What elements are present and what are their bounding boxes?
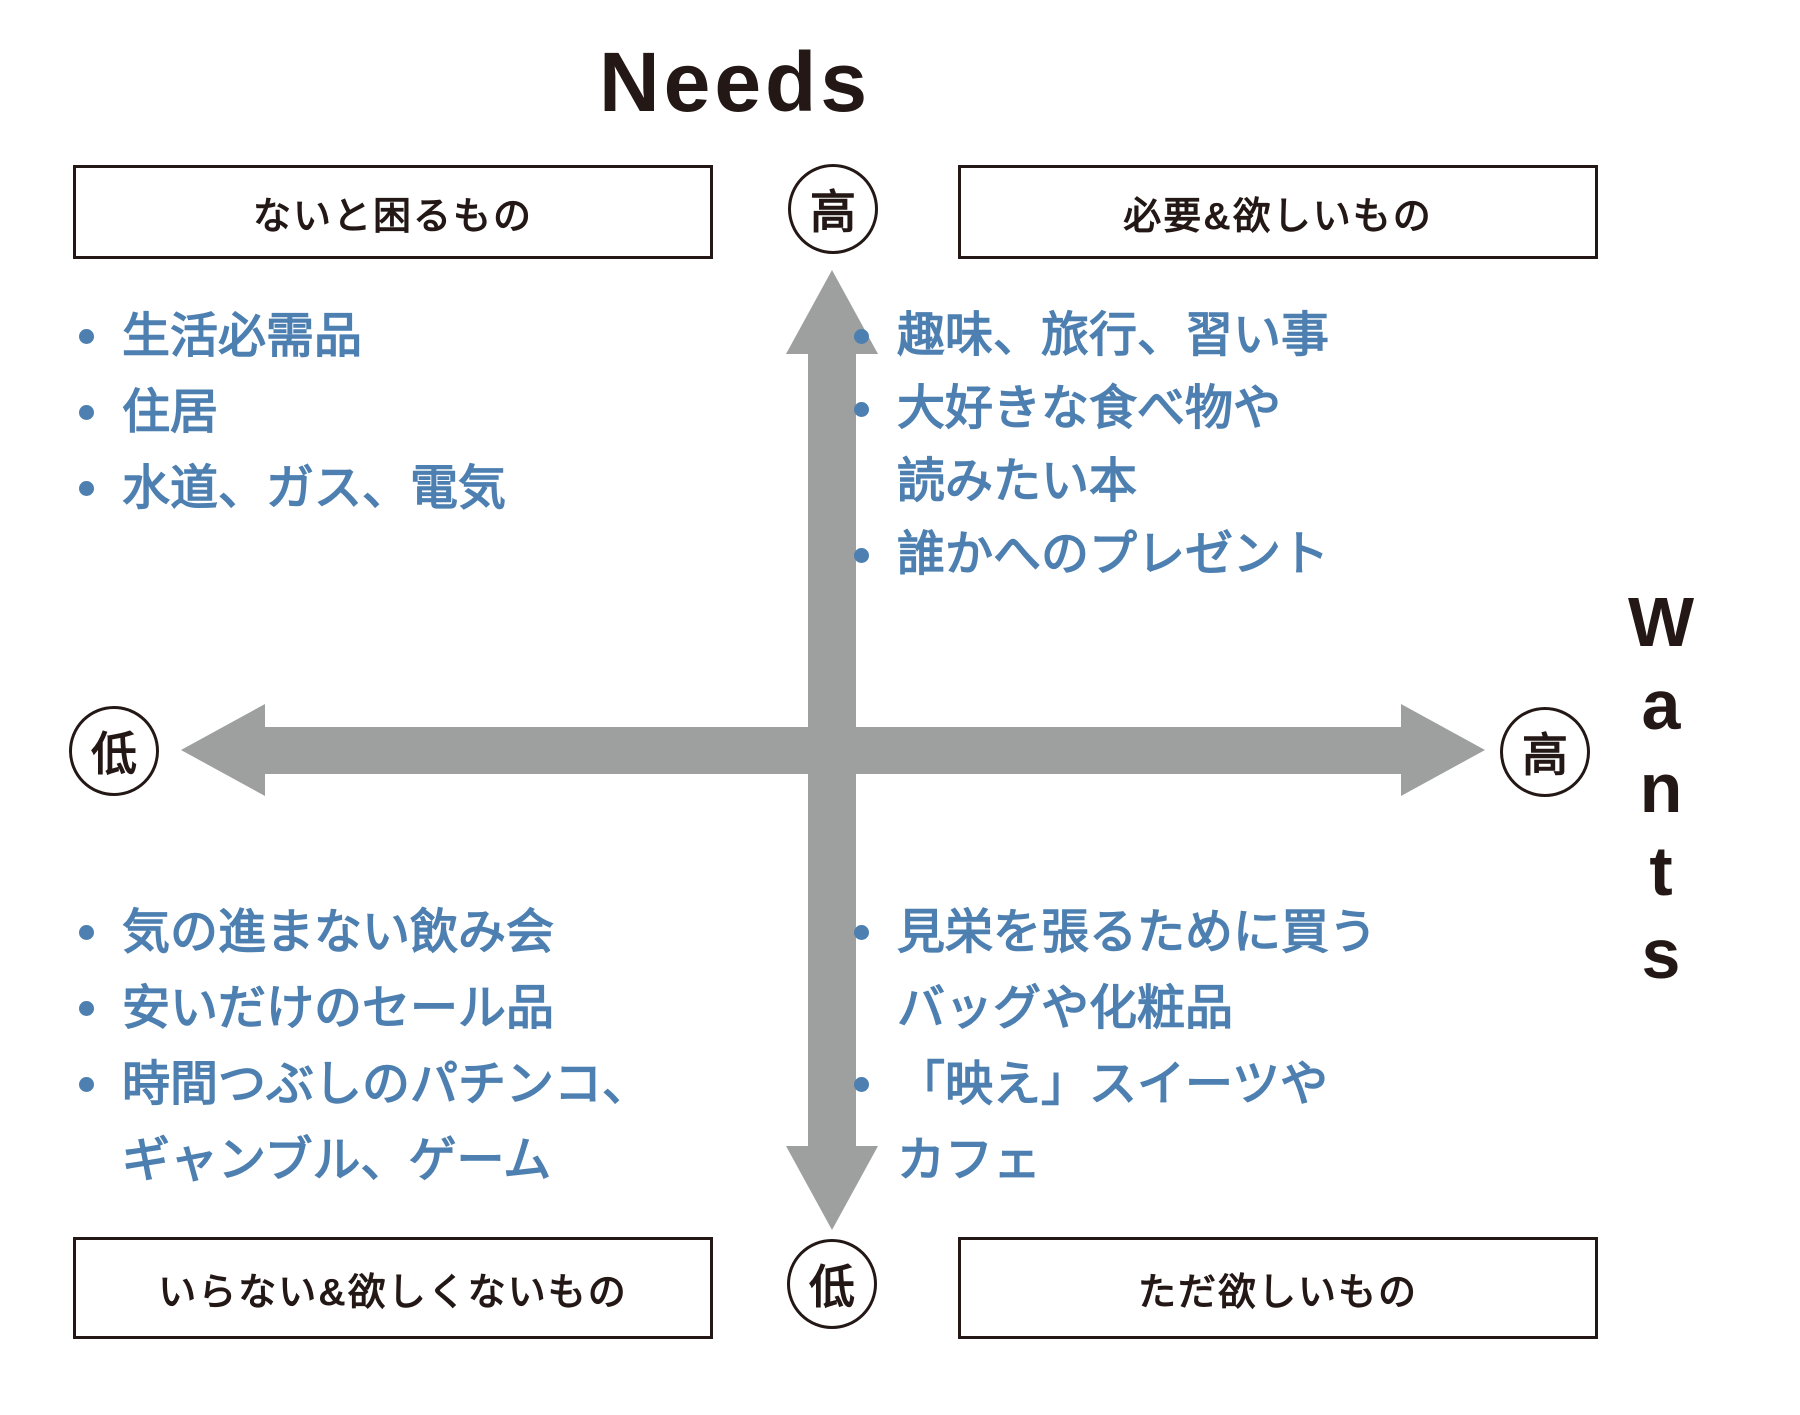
- quadrant-label-top-left: ないと困るもの: [73, 165, 713, 259]
- list-item-text: 住居: [122, 386, 219, 439]
- list-item-text: 安いだけのセール品: [122, 982, 555, 1035]
- list-item: 誰かへのプレゼント: [850, 518, 1329, 591]
- list-item: 気の進まない飲み会: [75, 895, 650, 971]
- needs-high-badge: 高: [788, 164, 878, 254]
- quadrant-list-bottom-right: 見栄を張るために買うバッグや化粧品「映え」スイーツやカフェ: [850, 895, 1377, 1199]
- quadrant-label-bottom-left: いらない&欲しくないもの: [73, 1237, 713, 1339]
- list-item-text: 趣味、旅行、習い事: [897, 309, 1330, 362]
- bullet-dot-icon: [79, 1077, 94, 1092]
- bullet-dot-icon: [79, 1001, 94, 1016]
- wants-low-badge: 低: [69, 706, 159, 796]
- quadrant-list-bottom-left: 気の進まない飲み会安いだけのセール品時間つぶしのパチンコ、ギャンブル、ゲーム: [75, 895, 650, 1199]
- arrowhead-down-icon: [786, 1146, 878, 1230]
- list-item-text: 誰かへのプレゼント: [897, 528, 1330, 581]
- wants-high-badge: 高: [1500, 707, 1590, 797]
- bullet-dot-icon: [854, 925, 869, 940]
- list-item-text: 水道、ガス、電気: [122, 462, 507, 515]
- list-item: 見栄を張るために買うバッグや化粧品: [850, 895, 1377, 1047]
- arrowhead-left-icon: [181, 704, 265, 796]
- bullet-dot-icon: [79, 405, 94, 420]
- wants-axis-title: Wants: [1622, 583, 1700, 998]
- needs-axis-title: Needs: [598, 35, 872, 129]
- bullet-dot-icon: [79, 329, 94, 344]
- list-item-text: 大好きな食べ物や読みたい本: [897, 382, 1282, 508]
- list-item: 趣味、旅行、習い事: [850, 299, 1329, 372]
- list-item: 安いだけのセール品: [75, 971, 650, 1047]
- horizontal-axis-arrow-shaft: [262, 727, 1403, 774]
- bullet-dot-icon: [854, 1077, 869, 1092]
- list-item-text: 時間つぶしのパチンコ、ギャンブル、ゲーム: [122, 1058, 651, 1187]
- quadrant-list-top-left: 生活必需品住居水道、ガス、電気: [75, 299, 506, 527]
- list-item-text: 見栄を張るために買うバッグや化粧品: [897, 906, 1378, 1035]
- quadrant-label-top-right: 必要&欲しいもの: [958, 165, 1598, 259]
- list-item: 生活必需品: [75, 299, 506, 375]
- list-item-text: 「映え」スイーツやカフェ: [897, 1058, 1329, 1187]
- list-item: 住居: [75, 375, 506, 451]
- needs-low-badge: 低: [787, 1239, 877, 1329]
- bullet-dot-icon: [854, 329, 869, 344]
- bullet-dot-icon: [854, 548, 869, 563]
- list-item: 「映え」スイーツやカフェ: [850, 1047, 1377, 1199]
- list-item-text: 生活必需品: [122, 310, 363, 363]
- arrowhead-right-icon: [1401, 704, 1485, 796]
- list-item-text: 気の進まない飲み会: [122, 906, 555, 959]
- list-item: 時間つぶしのパチンコ、ギャンブル、ゲーム: [75, 1047, 650, 1199]
- quadrant-list-top-right: 趣味、旅行、習い事大好きな食べ物や読みたい本誰かへのプレゼント: [850, 299, 1329, 591]
- list-item: 水道、ガス、電気: [75, 451, 506, 527]
- quadrant-label-bottom-right: ただ欲しいもの: [958, 1237, 1598, 1339]
- bullet-dot-icon: [854, 402, 869, 417]
- bullet-dot-icon: [79, 481, 94, 496]
- bullet-dot-icon: [79, 925, 94, 940]
- list-item: 大好きな食べ物や読みたい本: [850, 372, 1329, 518]
